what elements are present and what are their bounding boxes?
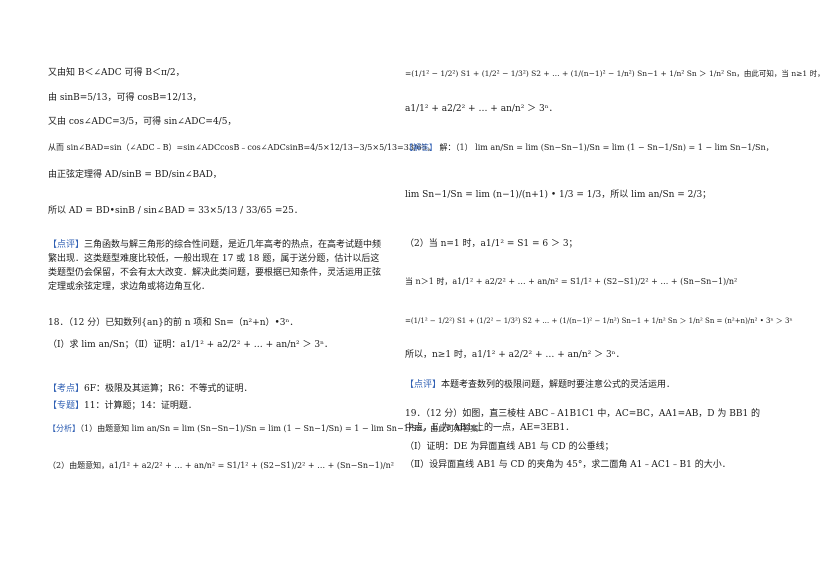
kaodian-text: 6F：极限及其运算；R6：不等式的证明． bbox=[84, 384, 253, 394]
text-line: 由正弦定理得 AD/sinB = BD/sin∠BAD， bbox=[48, 170, 222, 180]
zhuanti-line: 【专题】11：计算题；14：证明题． bbox=[48, 401, 197, 412]
comment-text: 三角函数与解三角形的综合性问题，是近几年高考的热点，在高考试题中频繁出现．这类题… bbox=[48, 240, 382, 292]
answer-text: 解：（1） lim an/Sn = lim (Sn−Sn−1)/Sn = lim… bbox=[439, 143, 774, 152]
text-line: 所以 AD = BD•sinB / sin∠BAD = 33×5/13 / 33… bbox=[48, 206, 303, 216]
comment-block: 【点评】三角函数与解三角形的综合性问题，是近几年高考的热点，在高考试题中频繁出现… bbox=[48, 238, 388, 294]
fenxi-text: （1）由题意知 lim an/Sn = lim (Sn−Sn−1)/Sn = l… bbox=[80, 424, 487, 433]
text-line: 由 sinB=5/13，可得 cosB=12/13， bbox=[48, 93, 202, 103]
text-line: 从而 sin∠BAD=sin（∠ADC﹣B）=sin∠ADCcosB﹣cos∠A… bbox=[48, 143, 435, 152]
pingjia-line: 【点评】本题考查数列的极限问题，解题时要注意公式的灵活运用． bbox=[405, 380, 675, 391]
question-18: 18．（12 分）已知数列{an}的前 n 项和 Sn=（n²+n）•3ⁿ． bbox=[48, 318, 299, 328]
text-line: =(1/1² − 1/2²) S1 + (1/2² − 1/3²) S2 + …… bbox=[405, 69, 825, 78]
text-line: 所以，n≥1 时，a1/1² + a2/2² + … + an/n² ＞ 3ⁿ． bbox=[405, 350, 625, 360]
text-line: lim Sn−1/Sn = lim (n−1)/(n+1) • 1/3 = 1/… bbox=[405, 190, 712, 200]
kaodian-tag: 【考点】 bbox=[48, 384, 85, 394]
question-18-parts: （Ⅰ）求 lim an/Sn；（Ⅱ）证明：a1/1² + a2/2² + … +… bbox=[48, 340, 333, 350]
pingjia-text: 本题考查数列的极限问题，解题时要注意公式的灵活运用． bbox=[441, 380, 676, 390]
text-line: 又由知 B＜∠ADC 可得 B＜π/2， bbox=[48, 68, 185, 78]
text-line: a1/1² + a2/2² + … + an/n² ＞ 3ⁿ． bbox=[405, 104, 558, 114]
fenxi-tag: 【分析】 bbox=[48, 424, 80, 433]
zhuanti-text: 11：计算题；14：证明题． bbox=[84, 401, 197, 411]
text-line: 又由 cos∠ADC=3/5，可得 sin∠ADC=4/5， bbox=[48, 117, 237, 127]
fenxi-line: 【分析】（1）由题意知 lim an/Sn = lim (Sn−Sn−1)/Sn… bbox=[48, 423, 486, 434]
text-line: =(1/1² − 1/2²) S1 + (1/2² − 1/3²) S2 + …… bbox=[405, 317, 793, 325]
zhuanti-tag: 【专题】 bbox=[48, 401, 85, 411]
fenxi-line-2: （2）由题意知，a1/1² + a2/2² + … + an/n² = S1/1… bbox=[48, 461, 394, 470]
question-19: 19．（12 分）如图，直三棱柱 ABC﹣A1B1C1 中，AC=BC，AA1=… bbox=[405, 409, 761, 433]
kaodian-line: 【考点】6F：极限及其运算；R6：不等式的证明． bbox=[48, 384, 253, 395]
comment-tag: 【点评】 bbox=[48, 240, 85, 250]
text-line: 当 n＞1 时，a1/1² + a2/2² + … + an/n² = S1/1… bbox=[405, 277, 738, 286]
text-line: （2）当 n=1 时，a1/1² = S1 = 6 ＞ 3； bbox=[405, 239, 578, 249]
question-19-part1: （Ⅰ）证明：DE 为异面直线 AB1 与 CD 的公垂线； bbox=[405, 442, 614, 452]
answer-tag: 【解答】 bbox=[405, 143, 437, 152]
pingjia-tag: 【点评】 bbox=[405, 380, 442, 390]
question-19-part2: （Ⅱ）设异面直线 AB1 与 CD 的夹角为 45°，求二面角 A1﹣AC1﹣B… bbox=[405, 460, 731, 470]
answer-line: 【解答】 解：（1） lim an/Sn = lim (Sn−Sn−1)/Sn … bbox=[405, 142, 774, 153]
